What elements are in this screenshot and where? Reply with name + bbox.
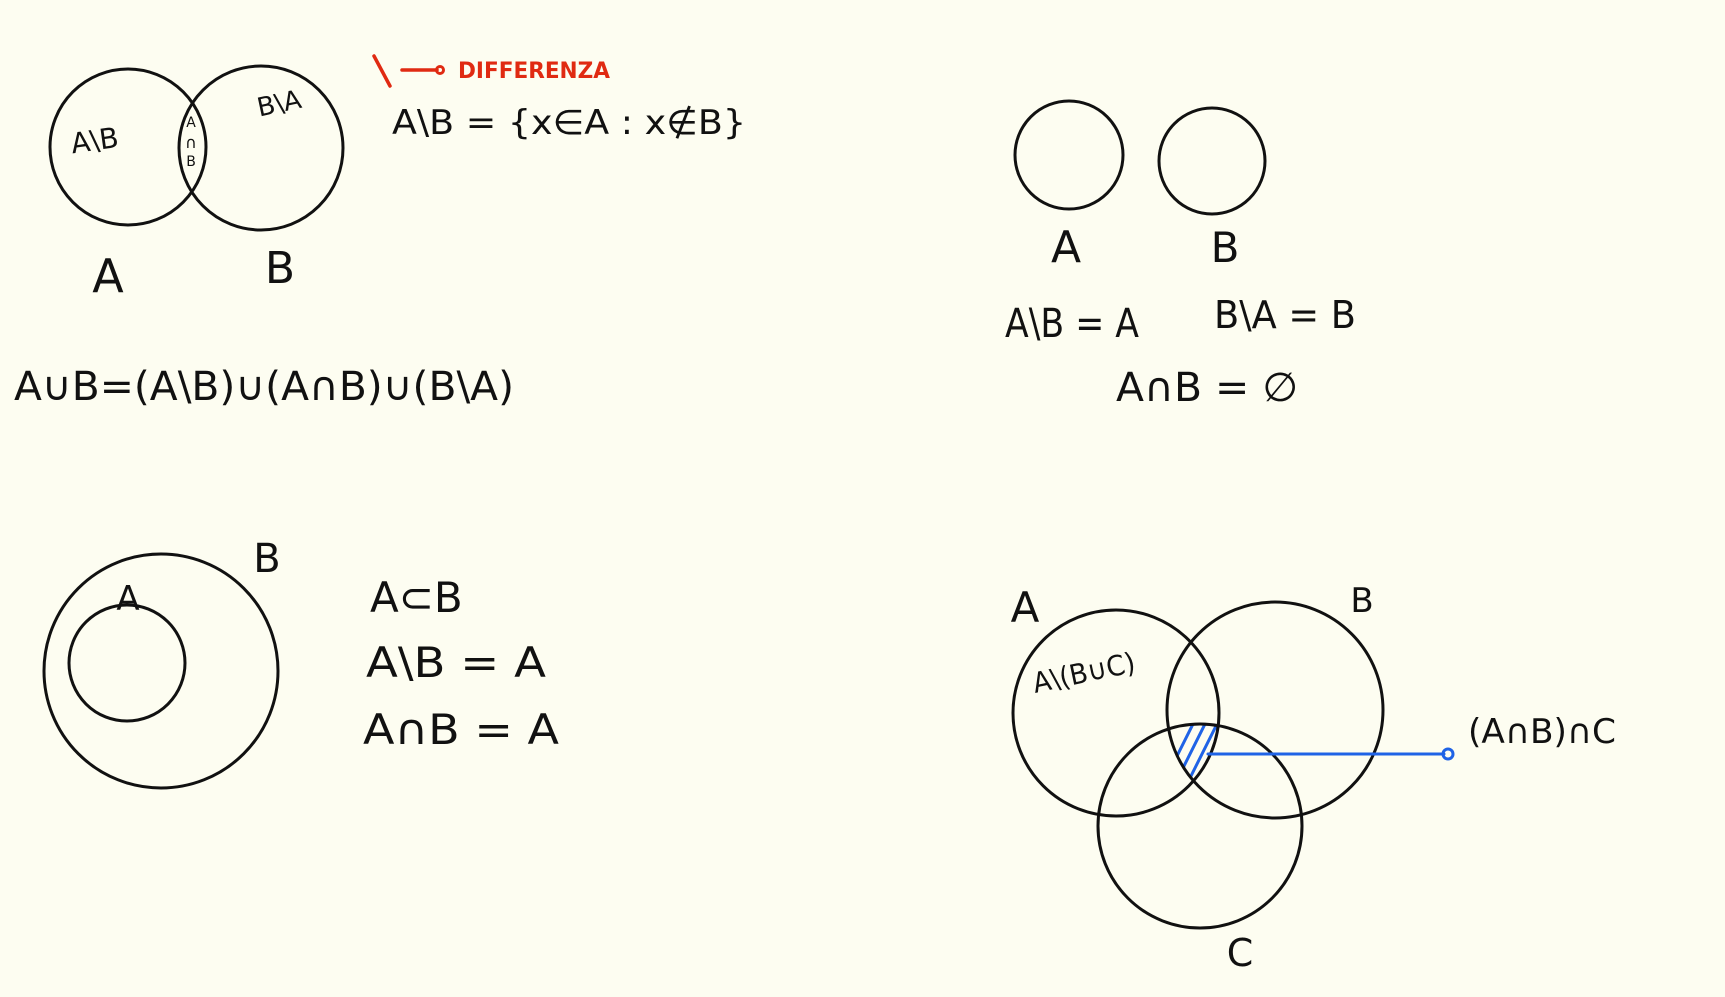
set-b-label: B: [1350, 581, 1373, 621]
a-minus-b-union-c-label: A\(B∪C): [1030, 646, 1139, 700]
difference-set-definition: A\B = {x∈A : x∉B}: [392, 103, 746, 143]
set-a-label: A: [1011, 583, 1040, 632]
venn-diagram-two-sets: A\B B\A A ∩ B A B A∪B=(A\B)∪(A∩B)∪(B\A): [14, 64, 514, 410]
union-formula: A∪B=(A\B)∪(A∩B)∪(B\A): [14, 364, 514, 410]
set-c-label: C: [1227, 931, 1254, 975]
venn-diagram-disjoint: A B A\B = A B\A = B A∩B = ∅: [1005, 99, 1356, 411]
intersection-label: A ∩ B: [185, 115, 197, 170]
difference-statement: A\B = A: [366, 638, 546, 687]
differenza-label: DIFFERENZA: [458, 59, 610, 84]
set-b-circle: [1157, 106, 1267, 216]
set-b-label: B: [253, 536, 280, 582]
highlight-arrow-head-icon: [1441, 747, 1455, 761]
set-a-circle: [1013, 99, 1125, 211]
set-b-label: B: [1211, 223, 1240, 272]
set-a-label: A: [1051, 222, 1081, 273]
set-c-circle: [1096, 722, 1304, 930]
set-b-circle: [1165, 600, 1385, 820]
red-arrow-head-icon: [435, 65, 445, 75]
backslash-mark: [372, 54, 392, 88]
intersection-label-cap: ∩: [185, 133, 197, 152]
venn-diagram-subset: B A A⊂B A\B = A A∩B = A: [42, 536, 559, 790]
empty-intersection-statement: A∩B = ∅: [1116, 365, 1298, 411]
a-minus-b-statement: A\B = A: [1005, 301, 1140, 347]
region-a-minus-b-label: A\B: [69, 121, 121, 160]
set-a-circle: [1011, 608, 1221, 818]
set-b-circle: [177, 64, 345, 232]
intersection-label-a: A: [186, 115, 196, 131]
triple-intersection-label: (A∩B)∩C: [1468, 712, 1616, 752]
intersection-label-b: B: [186, 154, 196, 170]
set-b-label: B: [265, 243, 295, 294]
set-a-label: A: [116, 579, 139, 619]
venn-diagram-three-sets: A B C A\(B∪C) (A∩B)∩C: [1011, 581, 1616, 975]
subset-statement: A⊂B: [370, 573, 463, 622]
intersection-statement: A∩B = A: [363, 705, 559, 754]
b-minus-a-statement: B\A = B: [1214, 293, 1356, 337]
set-a-inner-circle: [67, 603, 187, 723]
set-a-circle: [48, 67, 208, 227]
set-b-outer-circle: [42, 552, 280, 790]
difference-definition: DIFFERENZA A\B = {x∈A : x∉B}: [372, 54, 746, 143]
set-a-label: A: [92, 249, 124, 303]
region-b-minus-a-label: B\A: [255, 85, 305, 124]
